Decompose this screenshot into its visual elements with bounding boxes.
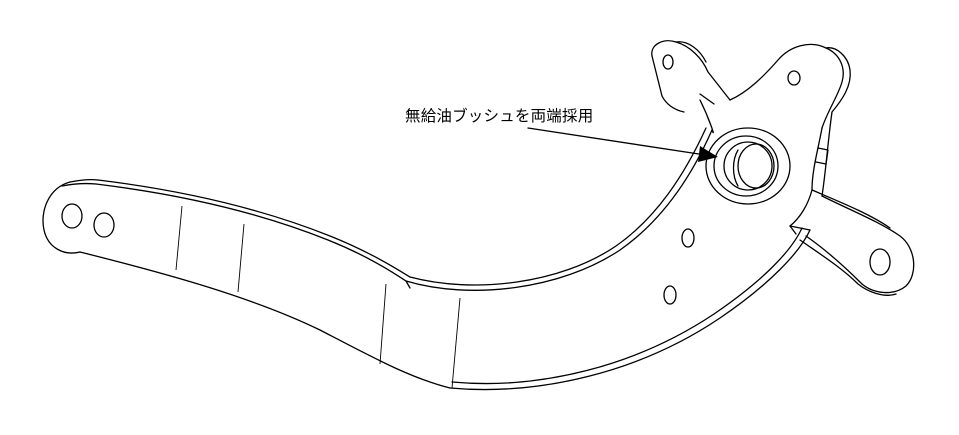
arm-lower-arc (449, 229, 811, 391)
bushing-inner (723, 141, 773, 191)
arm-top-edge (97, 179, 411, 278)
arm-left-end (42, 181, 81, 254)
right-hole (869, 248, 891, 276)
mid-hole-1 (681, 228, 695, 248)
bushing-flange (713, 135, 779, 197)
right-lower-arm (789, 189, 915, 296)
left-hole-2 (93, 212, 115, 238)
upper-left-ear (651, 40, 731, 101)
arm-inner-arc (405, 129, 713, 291)
left-hole-1 (61, 203, 83, 229)
upper-right-ear (729, 43, 844, 129)
bushing-outer (705, 127, 791, 205)
lever-arm (42, 127, 811, 391)
leader-arrow (527, 127, 718, 162)
hub-bracket (651, 40, 851, 305)
mid-hole-2 (663, 285, 677, 305)
arm-bottom-edge (79, 251, 451, 389)
arrow-head (698, 146, 718, 162)
bushing-callout-label: 無給油ブッシュを両端採用 (405, 107, 594, 125)
